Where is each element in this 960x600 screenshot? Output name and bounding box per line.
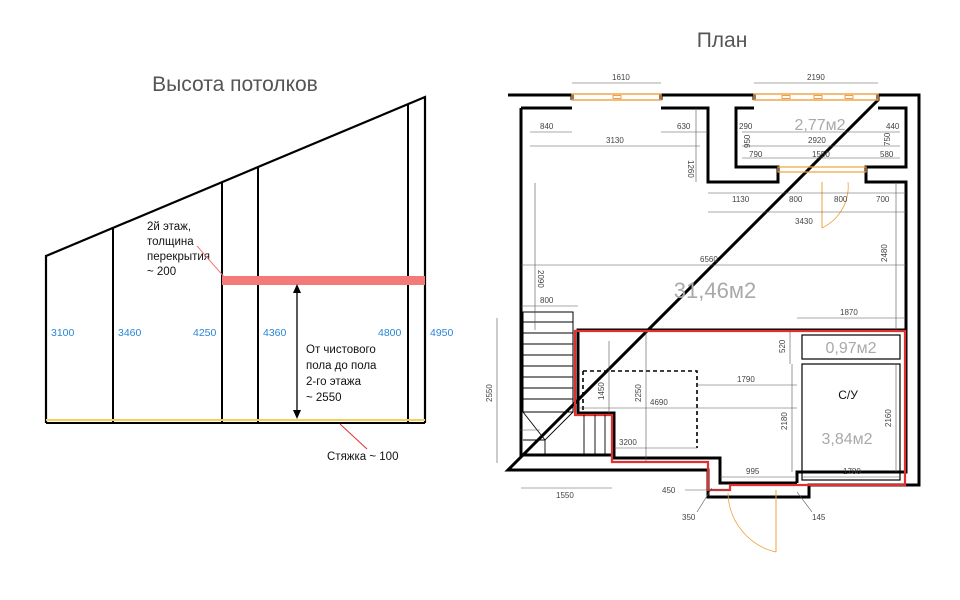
- dim-label: 700: [876, 195, 890, 204]
- window-2-sash-a: [781, 95, 791, 99]
- door-entry-swing: [727, 492, 777, 553]
- dim-label: 2550: [485, 384, 494, 402]
- dim-label: 440: [886, 122, 900, 131]
- dim-label: 950: [743, 134, 752, 148]
- stair-winder: [522, 411, 574, 441]
- dim-label: 1130: [732, 195, 750, 204]
- window-2-sash-c: [844, 95, 854, 99]
- window-1: [571, 93, 662, 101]
- floor-note-line-3: 2-го этажа: [306, 376, 362, 388]
- dim-label: 4690: [650, 398, 668, 407]
- window-2: [753, 93, 879, 101]
- section-outline: [44, 95, 427, 423]
- height-label-4950: 4950: [430, 327, 454, 339]
- area-bathroom: 3,84м2: [821, 431, 872, 448]
- dim-label: 3430: [795, 217, 813, 226]
- dim-label: 2480: [880, 244, 889, 262]
- dim-label: 800: [789, 195, 803, 204]
- height-label-4250: 4250: [193, 327, 217, 339]
- dim-label: 2250: [634, 384, 643, 402]
- floor-note-line-1: От чистового: [306, 344, 376, 356]
- dim-label: 290: [739, 122, 753, 131]
- slab-note-line-1: 2й этаж,: [147, 221, 191, 233]
- dim-label: 1780: [843, 467, 861, 476]
- arrow-head-bottom: [293, 410, 301, 419]
- windows: [571, 93, 879, 173]
- dim-line: [696, 487, 713, 513]
- dim-label: 2090: [536, 270, 545, 288]
- floor-note-line-2: пола до пола: [306, 360, 377, 372]
- dim-label: 800: [540, 296, 554, 305]
- dim-label: 800: [834, 195, 848, 204]
- arrow-head-top: [293, 284, 301, 293]
- window-2-sash-b: [813, 95, 823, 99]
- ceiling-section: Высота потолков 3100 3460 4250 4360 4800…: [44, 73, 454, 463]
- dim-label: 995: [746, 467, 760, 476]
- stair-frame: [522, 311, 574, 413]
- dim-label: 750: [883, 132, 892, 146]
- dim-label: 1790: [737, 375, 755, 384]
- dim-label: 2160: [884, 409, 893, 427]
- bathroom-box: [801, 363, 901, 481]
- dim-label: 790: [749, 150, 763, 159]
- screed-note: Стяжка ~ 100: [327, 451, 398, 463]
- dim-line: [796, 491, 813, 513]
- inner-wall: [519, 106, 908, 483]
- dim-label: 1260: [686, 160, 695, 178]
- dim-label: 630: [677, 122, 691, 131]
- doors: [727, 181, 849, 553]
- floor-note-line-4: ~ 2550: [306, 392, 342, 404]
- floor-plan: План: [485, 29, 921, 553]
- screed-leader: [339, 423, 368, 450]
- inner-wall-2: [612, 455, 797, 485]
- slab-note-line-2: толщина: [147, 236, 194, 248]
- area-small-room: 0,97м2: [825, 340, 876, 357]
- dim-label: 145: [812, 513, 826, 522]
- floor-height-note: От чистового пола до пола 2-го этажа ~ 2…: [293, 284, 377, 419]
- dim-label: 3200: [619, 438, 637, 447]
- slab-note: 2й этаж, толщина перекрытия ~ 200: [147, 221, 227, 280]
- opening-dashed: [583, 370, 698, 448]
- dim-label: 450: [662, 486, 676, 495]
- window-1-sash: [612, 95, 622, 99]
- height-label-3460: 3460: [118, 327, 142, 339]
- area-top-room: 2,77м2: [794, 117, 845, 134]
- slab-note-line-3: перекрытия: [147, 251, 210, 263]
- dim-label: 1550: [556, 491, 574, 500]
- dim-label: 6560: [700, 255, 718, 264]
- section-title: Высота потолков: [152, 73, 318, 96]
- dim-label: 1550: [812, 150, 830, 159]
- plan-title: План: [697, 29, 748, 52]
- dim-label: 350: [682, 513, 696, 522]
- dim-label: 1610: [612, 73, 630, 82]
- height-label-3100: 3100: [51, 327, 75, 339]
- dim-label: 580: [880, 150, 894, 159]
- slab-band: [222, 276, 425, 285]
- small-room-box: [801, 334, 901, 360]
- window-3: [777, 166, 867, 173]
- dim-label: 1450: [597, 382, 606, 400]
- dim-label: 2920: [808, 136, 826, 145]
- dim-label: 3130: [606, 136, 624, 145]
- dim-label: 1870: [840, 308, 858, 317]
- slab-note-line-4: ~ 200: [147, 266, 176, 278]
- dim-label: 2190: [807, 73, 825, 82]
- dimension-lines: [496, 82, 906, 513]
- door-top-swing: [821, 181, 849, 229]
- dim-label: 2180: [780, 412, 789, 430]
- dim-label: 840: [540, 122, 554, 131]
- dim-label: 520: [778, 339, 787, 353]
- area-main: 31,46м2: [674, 278, 756, 303]
- height-label-4800: 4800: [378, 327, 402, 339]
- slab-note-leader: [196, 245, 227, 280]
- dimension-labels: 1610 2190 840 630 3130 1260 290 440 950 …: [485, 73, 900, 522]
- height-label-4360: 4360: [263, 327, 287, 339]
- bathroom-label: С/У: [838, 388, 858, 402]
- staircase: [522, 311, 698, 455]
